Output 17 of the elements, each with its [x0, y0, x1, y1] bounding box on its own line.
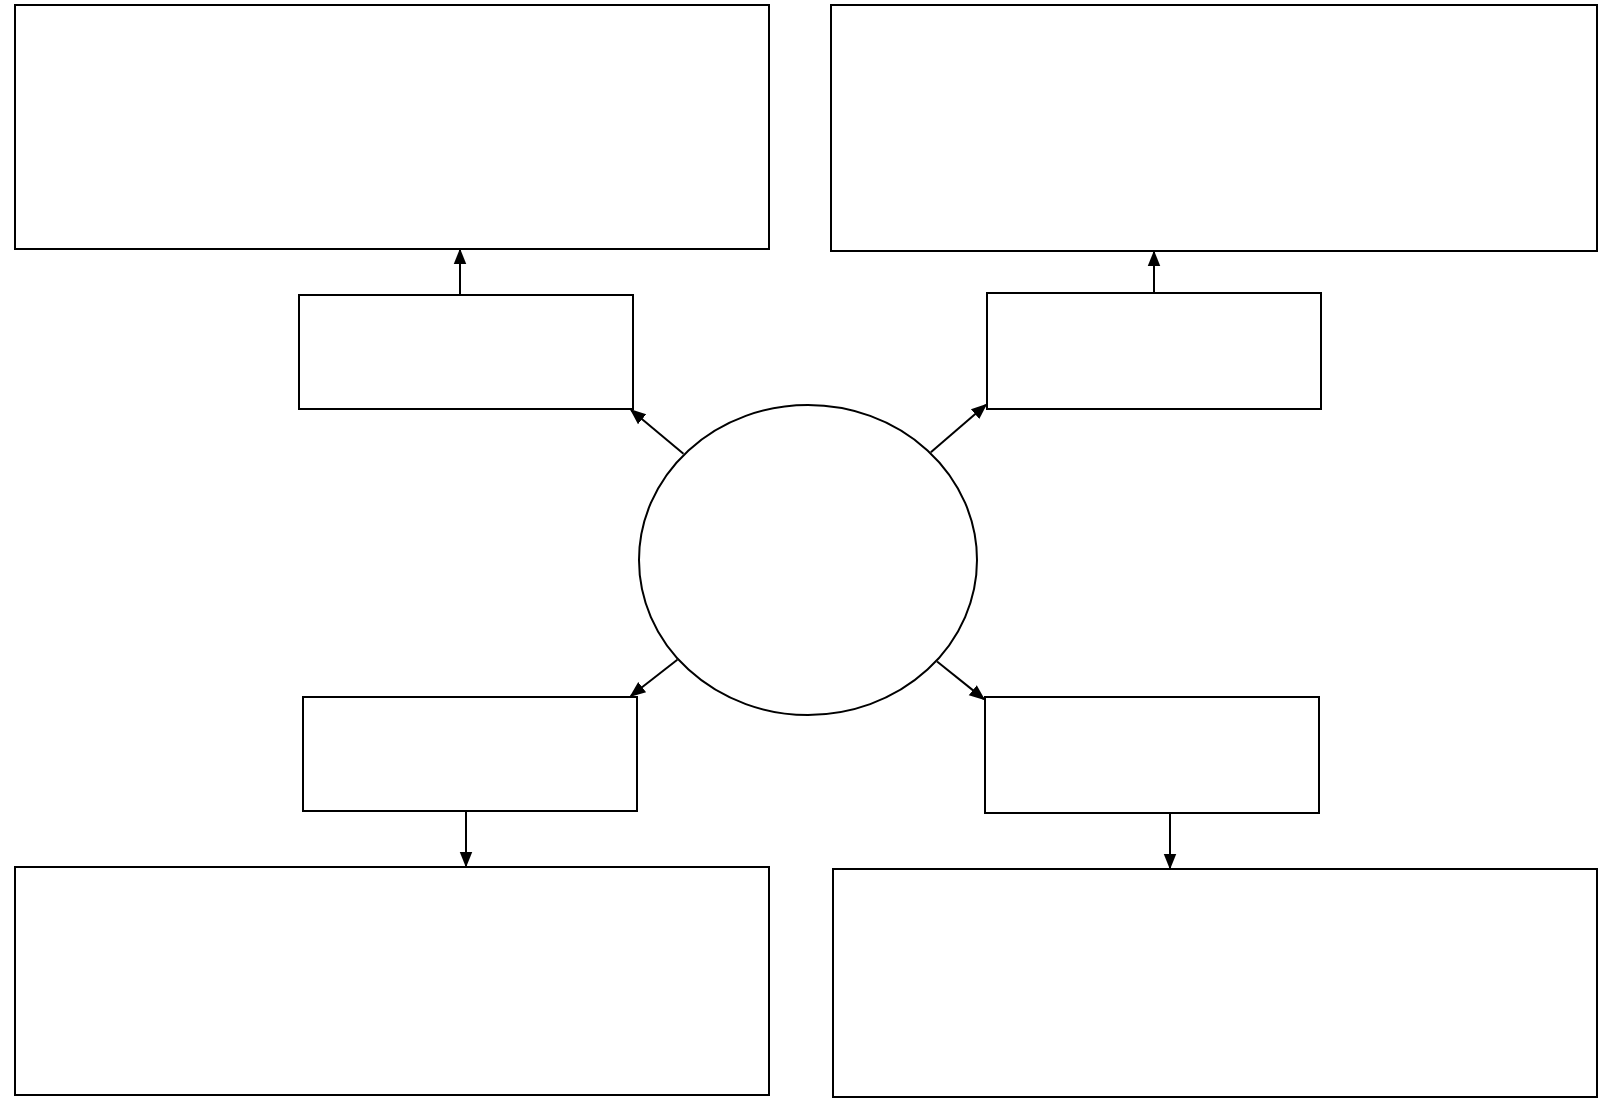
- empty-box: [298, 294, 634, 410]
- arrow: [629, 408, 685, 455]
- empty-box: [14, 866, 770, 1096]
- arrow: [1163, 813, 1177, 870]
- empty-box: [830, 4, 1598, 252]
- arrow: [1147, 250, 1161, 293]
- empty-circle: [638, 404, 978, 716]
- arrow: [459, 811, 473, 868]
- arrow: [936, 660, 986, 701]
- empty-box: [832, 868, 1598, 1098]
- arrow: [929, 403, 988, 454]
- empty-box: [984, 696, 1320, 814]
- empty-box: [14, 4, 770, 250]
- empty-box: [302, 696, 638, 812]
- empty-box: [986, 292, 1322, 410]
- arrow: [629, 658, 679, 697]
- arrow: [453, 248, 467, 295]
